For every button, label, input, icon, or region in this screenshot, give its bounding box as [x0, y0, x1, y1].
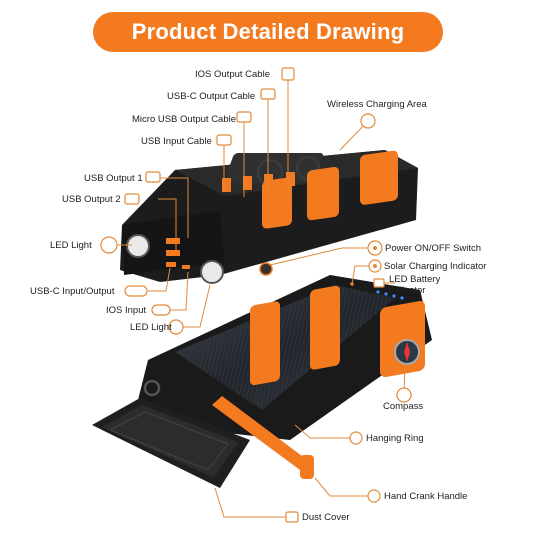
usbc-cable-icon	[260, 88, 276, 100]
label-led-light-top: LED Light	[50, 240, 92, 251]
label-solar-indicator: Solar Charging Indicator	[384, 261, 487, 272]
dust-cover-icon	[285, 511, 299, 523]
compass-icon	[396, 387, 412, 403]
leader-ios-input	[170, 271, 189, 311]
leader-usbc-io	[148, 267, 171, 292]
page-title: Product Detailed Drawing	[93, 12, 443, 52]
bottom-bumper-middle	[310, 285, 340, 370]
top-bumper-right	[360, 150, 398, 205]
label-ios-input: IOS Input	[106, 305, 147, 316]
bottom-bumper-right	[380, 301, 425, 378]
label-hanging-ring: Hanging Ring	[366, 433, 424, 444]
leader-lines	[118, 80, 406, 518]
leader-led-bottom	[183, 284, 211, 328]
usb-output-2-port	[166, 250, 180, 256]
usbc-port-icon	[124, 285, 148, 297]
ring-icon	[349, 431, 363, 445]
power-bank-top-unit	[120, 150, 418, 284]
label-power-switch: Power ON/OFF Switch	[385, 243, 482, 254]
leader-usb-output-2	[158, 198, 177, 250]
usbc-port	[166, 262, 176, 267]
led-light-icon	[100, 236, 118, 254]
leader-power	[269, 247, 368, 266]
micro-usb-cable-slot	[243, 176, 252, 190]
leader-hanging-ring	[294, 424, 350, 439]
top-bumper-middle	[307, 167, 339, 221]
label-hand-crank-handle: Hand Crank Handle	[384, 491, 468, 502]
lightning-port-icon	[151, 304, 171, 316]
dust-cover-illustration	[92, 398, 250, 488]
leader-crank	[314, 477, 368, 497]
crank-icon	[367, 489, 381, 503]
leader-usb-output-1	[158, 177, 189, 238]
label-compass: Compass	[383, 401, 424, 412]
usb-output-1-port	[166, 238, 180, 244]
usb-input-cable-slot	[222, 178, 231, 192]
lightning-cable-icon	[281, 67, 295, 81]
label-ios-output-cable: IOS Output Cable	[195, 69, 270, 80]
led-light-top-lens	[126, 234, 150, 258]
led-light-2-icon	[168, 319, 184, 335]
top-bumper-left	[262, 177, 292, 229]
power-bank-bottom-unit	[138, 275, 432, 440]
usb-port-icon	[145, 171, 161, 183]
label-usb-output-2: USB Output 2	[62, 194, 121, 205]
label-led-light-bottom: LED Light	[130, 322, 172, 333]
wireless-icon	[360, 113, 376, 129]
bottom-bumper-left	[250, 301, 280, 386]
leader-dust-cover	[214, 487, 286, 518]
label-usbc-output-cable: USB-C Output Cable	[167, 91, 256, 102]
hanging-ring-shape	[143, 379, 161, 397]
micro-usb-cable-icon	[236, 111, 252, 123]
power-button	[259, 262, 273, 276]
led-light-bottom-lens	[200, 260, 224, 284]
usb-cable-icon	[216, 134, 232, 146]
label-usbc-input-output: USB-C Input/Output	[30, 286, 115, 297]
label-led-battery-indicator: LED Battery Indicator	[389, 274, 441, 296]
label-wireless-charging-area: Wireless Charging Area	[327, 99, 427, 110]
ios-port	[182, 265, 190, 269]
label-dust-cover: Dust Cover	[302, 512, 350, 523]
hand-crank-illustration	[212, 396, 314, 479]
usb-port-2-icon	[124, 193, 140, 205]
wireless-pad	[224, 153, 324, 183]
label-usb-input-cable: USB Input Cable	[141, 136, 212, 147]
label-usb-output-1: USB Output 1	[84, 173, 143, 184]
battery-icon	[373, 278, 385, 288]
leader-solar	[351, 265, 370, 285]
label-micro-usb-output-cable: Micro USB Output Cable	[132, 114, 237, 125]
